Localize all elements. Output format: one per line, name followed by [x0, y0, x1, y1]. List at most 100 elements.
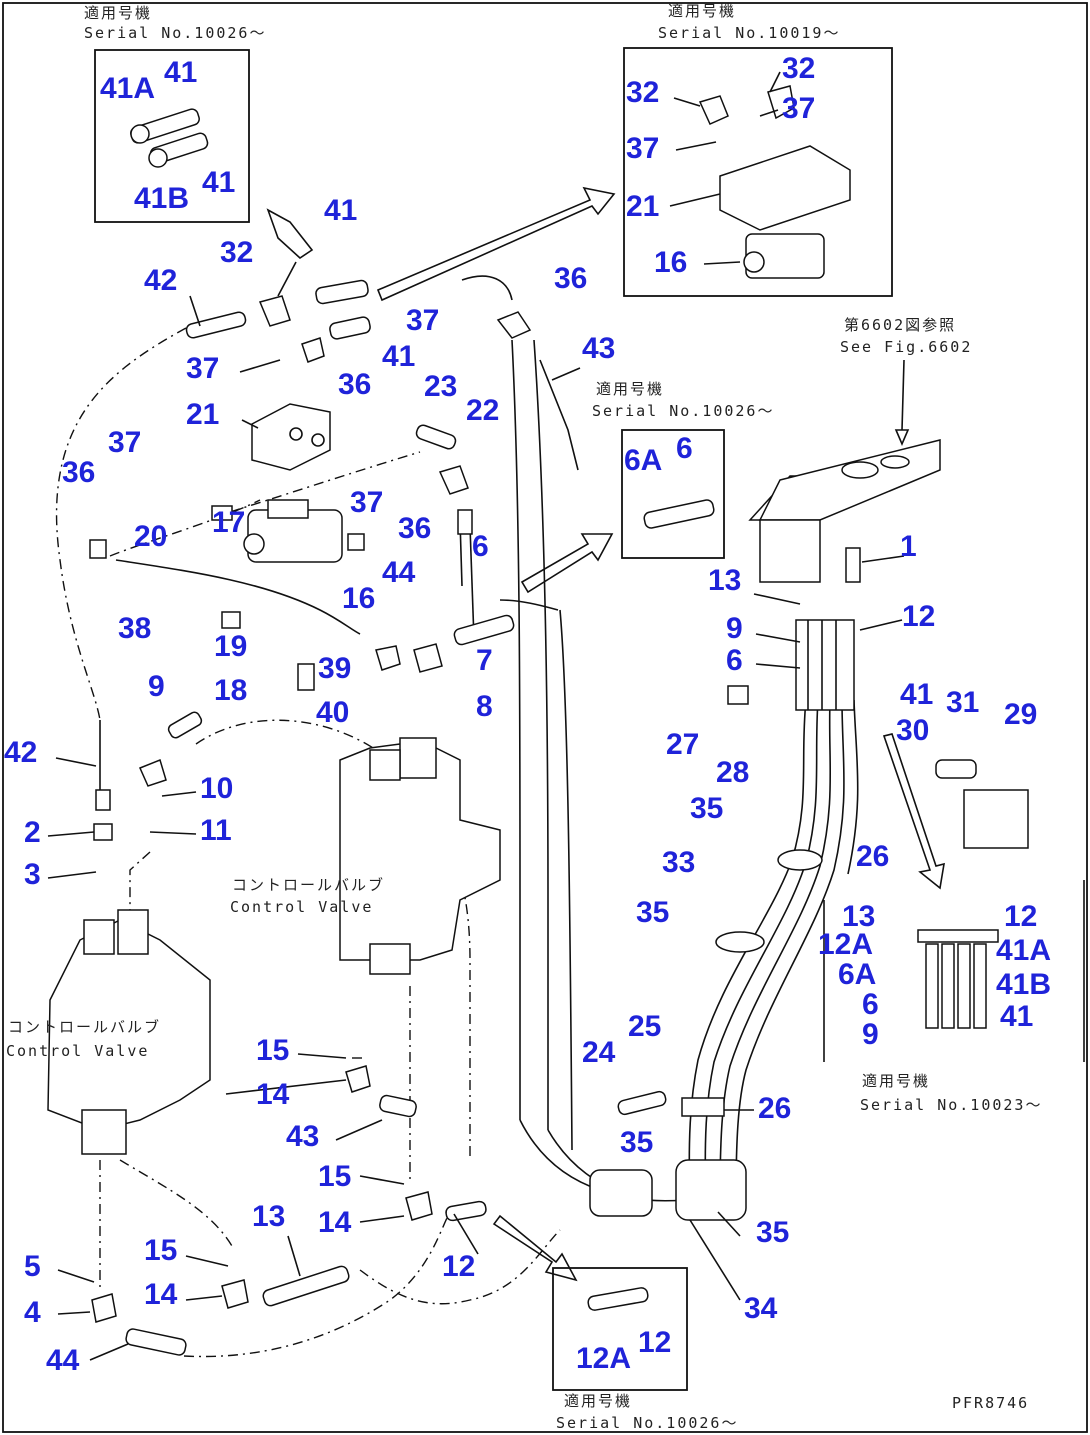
part-callout: 8	[476, 690, 493, 723]
inset-box-6a	[621, 429, 725, 559]
serial-note: Serial No.10026〜	[556, 1414, 738, 1432]
part-callout: 40	[316, 696, 349, 729]
part-callout: 44	[46, 1344, 80, 1377]
part-callout: 35	[620, 1126, 653, 1159]
part-callout: 41	[900, 678, 933, 711]
part-callout: 16	[654, 246, 687, 279]
part-callout: 12A	[576, 1342, 631, 1375]
part-callout: 37	[108, 426, 141, 459]
part-callout: 35	[636, 896, 669, 929]
serial-note: Serial No.10019〜	[658, 24, 840, 42]
hose-bundle	[519, 699, 859, 1221]
part-callout: 9	[862, 1018, 879, 1051]
part-callout: 6	[726, 644, 743, 677]
part-callout: 9	[726, 612, 743, 645]
hose	[511, 339, 521, 1120]
part-callout: 36	[338, 368, 371, 401]
serial-note: Serial No.10026〜	[84, 24, 266, 42]
solenoid-valve-assembly	[243, 403, 365, 691]
reference-arrow	[520, 533, 614, 594]
inset-box-top-left	[94, 49, 250, 223]
leader-lines	[47, 71, 905, 1361]
hose-route	[129, 851, 151, 910]
part-callout: 37	[350, 486, 383, 519]
reference-arrow	[882, 733, 945, 890]
part-callout: 36	[398, 512, 431, 545]
part-callout: 6	[472, 530, 489, 563]
part-callout: 16	[342, 582, 375, 615]
hose	[469, 525, 475, 641]
reference-arrow	[894, 359, 910, 447]
part-callout: 32	[626, 76, 659, 109]
part-callout: 42	[144, 264, 177, 297]
hose-route	[183, 1211, 451, 1358]
serial-note: Control Valve	[230, 898, 373, 916]
part-callout: 14	[256, 1078, 290, 1111]
part-callout: 42	[4, 736, 37, 769]
part-callout: 19	[214, 630, 247, 663]
part-callout: 41A	[100, 72, 155, 105]
part-callout: 11	[200, 814, 232, 847]
part-callout: 30	[896, 714, 929, 747]
part-callout: 15	[256, 1034, 289, 1067]
part-callout: 26	[856, 840, 889, 873]
ppc-valve-block	[727, 439, 1029, 1029]
part-callout: 15	[318, 1160, 351, 1193]
part-callout: 25	[628, 1010, 661, 1043]
part-callout: 43	[286, 1120, 319, 1153]
part-callout: 14	[144, 1278, 178, 1311]
part-callout: 41	[202, 166, 235, 199]
part-callout: 33	[662, 846, 695, 879]
part-callout: 35	[690, 792, 723, 825]
hose	[499, 599, 559, 611]
part-callout: 41	[1000, 1000, 1033, 1033]
serial-note: コントロールバルブ	[8, 1018, 161, 1036]
part-callout: 24	[582, 1036, 616, 1069]
part-callout: 44	[382, 556, 416, 589]
part-callout: 2	[24, 816, 41, 849]
reference-arrow	[376, 186, 616, 302]
serial-note: 適用号機	[84, 4, 152, 22]
part-callout: 15	[144, 1234, 177, 1267]
serial-note: コントロールバルブ	[232, 876, 385, 894]
part-callout: 41A	[996, 934, 1051, 967]
serial-note: 適用号機	[596, 380, 664, 398]
part-callout: 27	[666, 728, 699, 761]
serial-note: 第6602図参照	[844, 316, 956, 334]
part-callout: 22	[466, 394, 499, 427]
part-callout: 31	[946, 686, 979, 719]
part-callout: 26	[758, 1092, 791, 1125]
part-callout: 18	[214, 674, 247, 707]
reference-arrow	[266, 208, 314, 260]
part-callout: 14	[318, 1206, 352, 1239]
part-callout: 4	[24, 1296, 41, 1329]
serial-note: Serial No.10023〜	[860, 1096, 1042, 1114]
serial-note: 適用号機	[668, 2, 736, 20]
part-callout: 34	[744, 1292, 778, 1325]
hose	[539, 359, 579, 471]
hose	[461, 275, 513, 301]
serial-note: Control Valve	[6, 1042, 149, 1060]
fittings	[89, 85, 851, 1356]
part-callout: 13	[252, 1200, 285, 1233]
part-callout: 38	[118, 612, 151, 645]
part-callout: 35	[756, 1216, 789, 1249]
part-callout: 41	[164, 56, 197, 89]
control-valve-center	[339, 737, 501, 975]
part-callout: 28	[716, 756, 749, 789]
serial-note: 適用号機	[862, 1072, 930, 1090]
part-callout: 32	[782, 52, 815, 85]
part-callout: 12A	[818, 928, 873, 961]
part-callout: 23	[424, 370, 457, 403]
control-valve-left	[47, 909, 211, 1155]
part-callout: 37	[626, 132, 659, 165]
part-callout: 12	[902, 600, 935, 633]
part-callout: 17	[212, 506, 245, 539]
part-callout: 12	[1004, 900, 1037, 933]
part-callout: 5	[24, 1250, 41, 1283]
hose-route	[55, 327, 187, 721]
